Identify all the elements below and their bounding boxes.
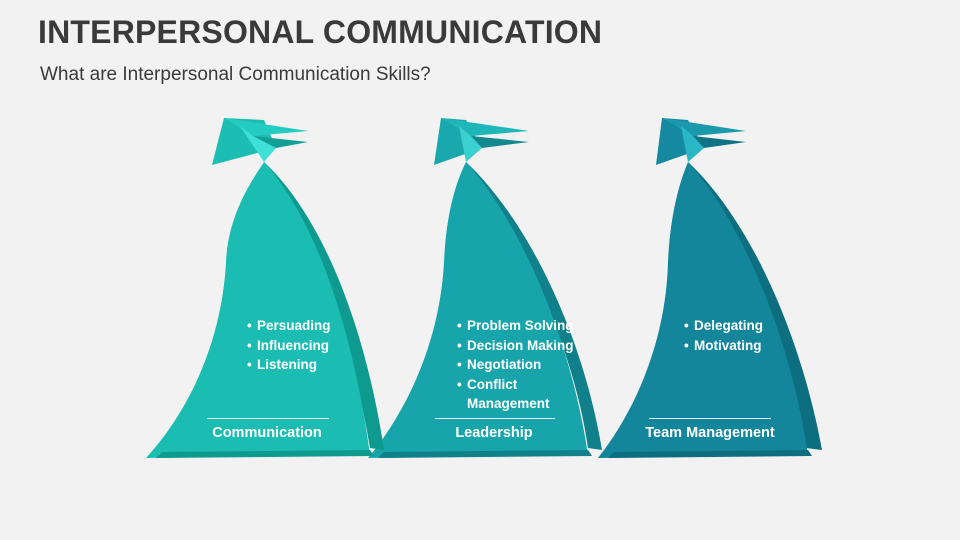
list-item: Delegating — [684, 316, 763, 336]
slide-subtitle: What are Interpersonal Communication Ski… — [40, 64, 431, 85]
list-item: Negotiation — [457, 355, 574, 375]
divider — [649, 418, 771, 419]
list-item: Persuading — [247, 316, 331, 336]
divider — [207, 418, 329, 419]
list-item: Influencing — [247, 336, 331, 356]
leadership-skills-list: Problem Solving Decision Making Negotiat… — [457, 316, 574, 414]
label-team-management: Team Management — [645, 425, 775, 441]
divider — [435, 418, 555, 419]
communication-skills-list: Persuading Influencing Listening — [247, 316, 331, 375]
sail-communication — [146, 118, 384, 458]
list-item: Decision Making — [457, 336, 574, 356]
list-item: Listening — [247, 355, 331, 375]
list-item: Problem Solving — [457, 316, 574, 336]
label-communication: Communication — [212, 425, 322, 441]
list-item: Conflict Management — [457, 375, 563, 414]
team-management-skills-list: Delegating Motivating — [684, 316, 763, 355]
label-leadership: Leadership — [455, 425, 533, 441]
slide-title: INTERPERSONAL COMMUNICATION — [38, 14, 603, 50]
sail-team-management — [598, 118, 822, 458]
list-item: Motivating — [684, 336, 763, 356]
